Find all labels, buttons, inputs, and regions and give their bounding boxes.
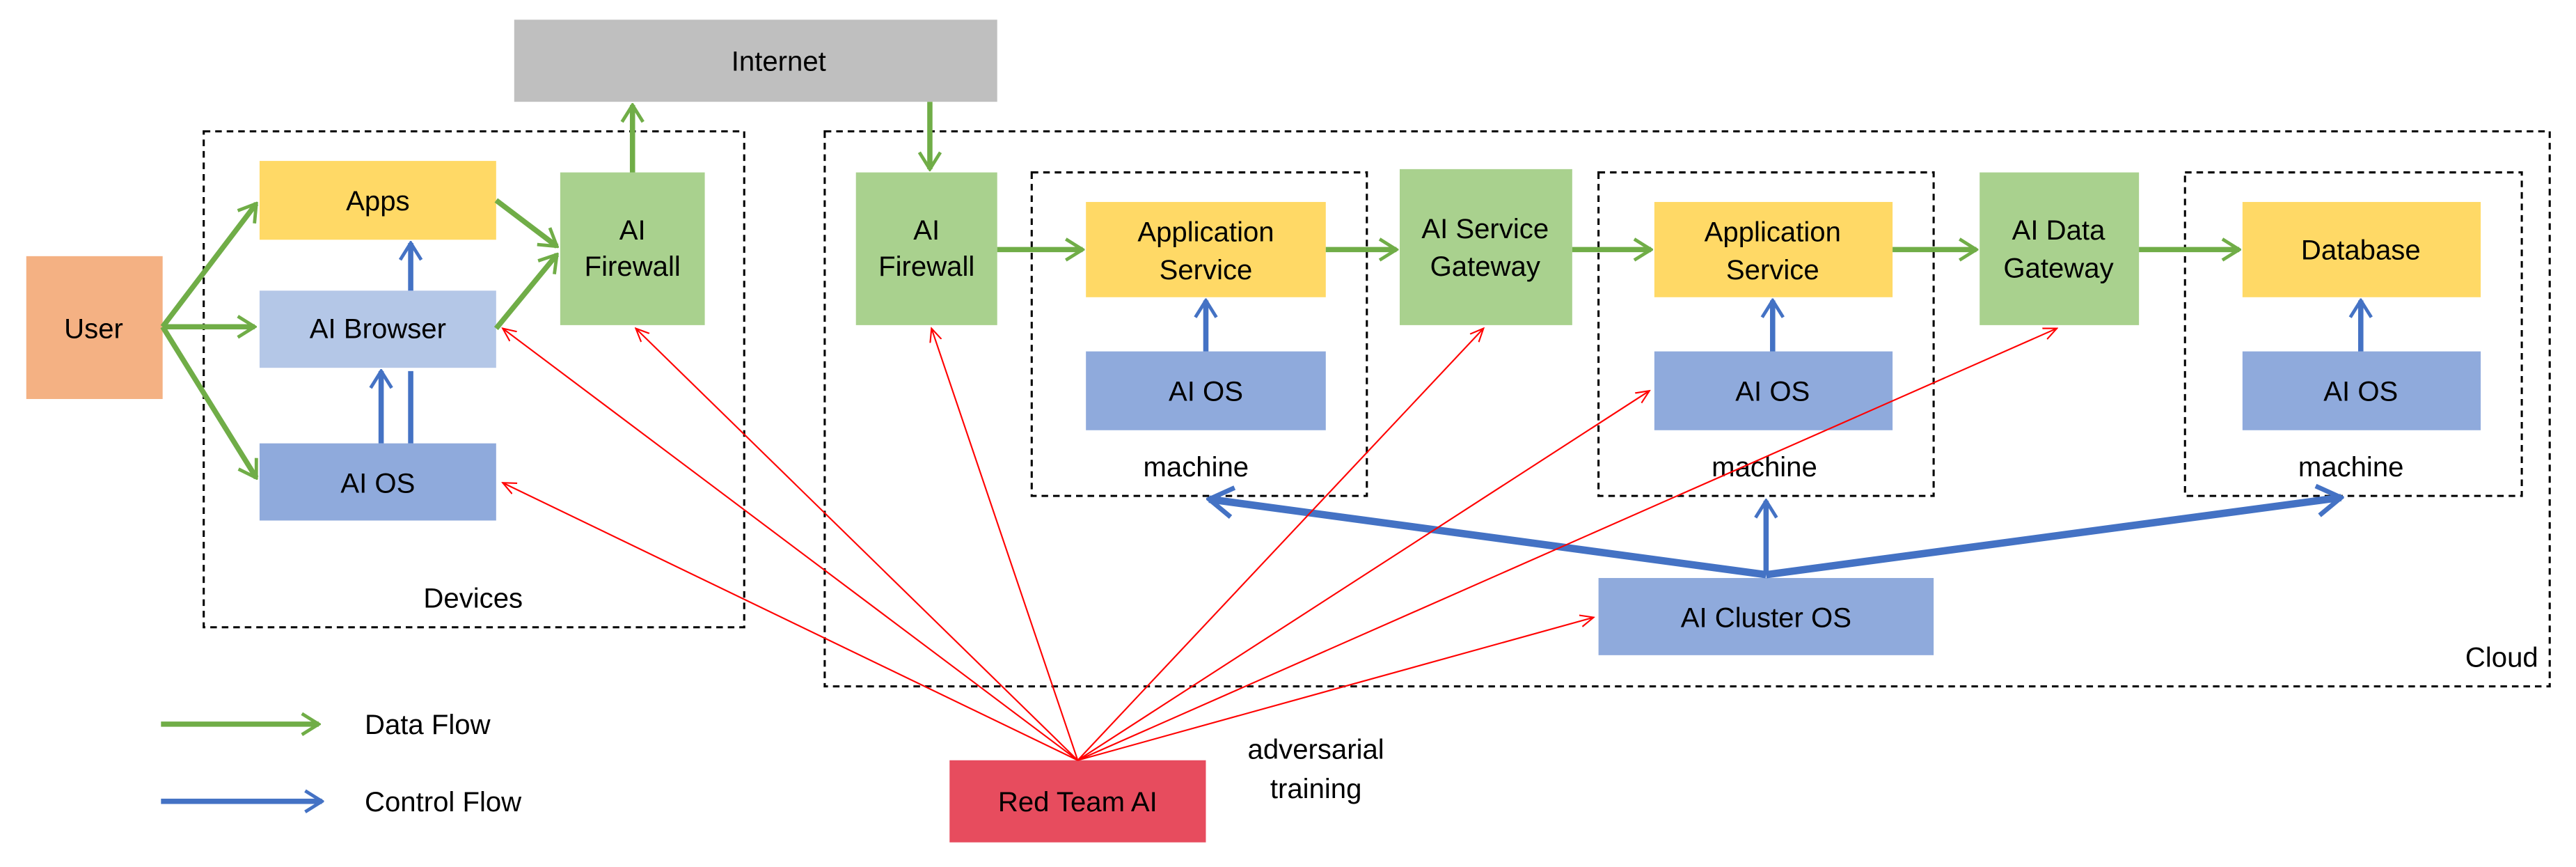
- attack-arrow-service-gateway: [1077, 329, 1483, 761]
- attack-arrow-machine2-ai-os: [1077, 391, 1649, 761]
- adversarial-training-label-line1: adversarial: [1248, 734, 1384, 765]
- arrow-user-to-ai-os: [160, 325, 259, 478]
- database-node: Database: [2242, 202, 2481, 297]
- adversarial-arrows: [503, 329, 2057, 761]
- arrow-apps-to-firewall: [494, 198, 557, 249]
- svg-text:Application: Application: [1137, 217, 1274, 248]
- legend: Data Flow Control Flow: [161, 710, 522, 818]
- svg-text:Data Flow: Data Flow: [365, 710, 491, 740]
- attack-arrow-cloud-firewall: [931, 329, 1079, 761]
- svg-text:AI OS: AI OS: [1735, 376, 1810, 407]
- red-team-ai-node: Red Team AI: [949, 760, 1206, 843]
- machine-label-3: machine: [2298, 452, 2404, 483]
- svg-text:Firewall: Firewall: [585, 251, 681, 282]
- svg-text:AI OS: AI OS: [2323, 376, 2398, 407]
- svg-text:AI Cluster OS: AI Cluster OS: [1681, 603, 1851, 634]
- attack-arrow-ai-browser: [503, 329, 1079, 761]
- attack-arrow-device-ai-os: [503, 483, 1078, 761]
- user-node: User: [26, 256, 163, 399]
- attack-arrow-cluster-os: [1077, 618, 1593, 761]
- application-service-node-1: Application Service: [1086, 202, 1326, 297]
- cloud-group: [823, 130, 2551, 688]
- control-flow-arrows: [381, 243, 2361, 579]
- svg-text:Gateway: Gateway: [2003, 253, 2113, 284]
- svg-text:Database: Database: [2301, 235, 2421, 266]
- machine-label-1: machine: [1144, 452, 1249, 483]
- arrow-cluster-to-machine-1: [1209, 499, 1767, 579]
- adversarial-training-label-line2: training: [1270, 774, 1362, 804]
- machine3-ai-os-node: AI OS: [2242, 351, 2481, 430]
- legend-control-flow: Control Flow: [161, 787, 522, 818]
- machine1-ai-os-node: AI OS: [1086, 351, 1326, 430]
- svg-text:Control Flow: Control Flow: [365, 787, 522, 818]
- svg-text:Red Team AI: Red Team AI: [998, 787, 1157, 818]
- ai-cluster-os-node: AI Cluster OS: [1598, 578, 1934, 655]
- svg-text:User: User: [64, 314, 123, 345]
- svg-text:AI Data: AI Data: [2012, 215, 2105, 246]
- machine-group-1: [1030, 171, 1368, 497]
- device-ai-firewall-node: AI Firewall: [560, 172, 705, 325]
- svg-text:Firewall: Firewall: [878, 251, 974, 282]
- attack-arrow-device-firewall: [635, 329, 1079, 761]
- machine-group-2: [1597, 171, 1935, 497]
- svg-text:Service: Service: [1160, 255, 1253, 286]
- svg-text:Gateway: Gateway: [1430, 251, 1540, 282]
- ai-data-gateway-node: AI Data Gateway: [1980, 172, 2140, 325]
- machine-group-3: [2183, 171, 2523, 497]
- internet-node: Internet: [514, 19, 997, 102]
- machine-label-2: machine: [1712, 452, 1817, 483]
- machine2-ai-os-node: AI OS: [1654, 351, 1893, 430]
- svg-text:AI OS: AI OS: [1169, 376, 1243, 407]
- legend-data-flow: Data Flow: [161, 710, 491, 740]
- svg-text:Internet: Internet: [732, 46, 826, 77]
- device-ai-os-node: AI OS: [259, 443, 496, 521]
- svg-text:Service: Service: [1726, 255, 1819, 286]
- svg-text:AI OS: AI OS: [340, 468, 415, 499]
- attack-arrow-data-gateway: [1077, 329, 2057, 761]
- svg-text:Apps: Apps: [346, 186, 409, 217]
- cloud-ai-firewall-node: AI Firewall: [855, 172, 997, 325]
- svg-text:AI: AI: [619, 215, 646, 246]
- svg-text:Application: Application: [1705, 217, 1841, 248]
- devices-group: [203, 130, 745, 629]
- apps-node: Apps: [259, 161, 496, 240]
- arrow-cluster-to-machine-3: [1765, 497, 2341, 579]
- data-flow-arrows: [160, 102, 2239, 478]
- cloud-label: Cloud: [2465, 642, 2538, 673]
- arrow-user-to-apps: [160, 203, 259, 329]
- svg-text:AI: AI: [913, 215, 940, 246]
- svg-text:AI Service: AI Service: [1421, 214, 1549, 244]
- ai-browser-node: AI Browser: [259, 290, 496, 368]
- devices-label: Devices: [423, 583, 523, 614]
- svg-text:AI Browser: AI Browser: [310, 314, 446, 345]
- arrow-browser-to-firewall: [493, 254, 560, 330]
- application-service-node-2: Application Service: [1654, 202, 1893, 297]
- ai-service-gateway-node: AI Service Gateway: [1400, 169, 1572, 325]
